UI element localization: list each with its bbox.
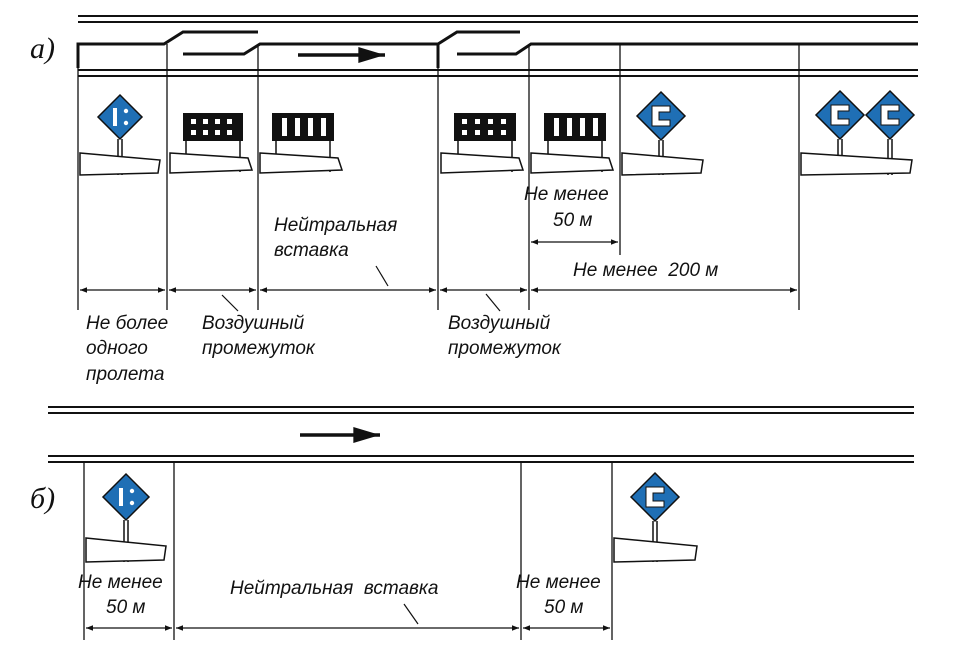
- barrier-checker-icon: [440, 113, 525, 174]
- label-not-less-50-b-right-line2: 50 м: [544, 597, 583, 618]
- label-air-gap-1-line2: промежуток: [202, 338, 316, 359]
- connect-sign-icon: [800, 89, 916, 176]
- part-b: б): [30, 406, 914, 640]
- label-air-gap-1-line1: Воздушный: [202, 313, 305, 334]
- label-neutral-insert-a-line2: вставка: [274, 240, 349, 261]
- label-air-gap-2-line1: Воздушный: [448, 313, 551, 334]
- label-neutral-insert-a-line1: Нейтральная: [274, 215, 397, 236]
- disconnect-sign-icon: [85, 472, 167, 563]
- guides-a: [77, 44, 800, 310]
- label-neutral-insert-b: Нейтральная вставка: [230, 578, 438, 599]
- barrier-stripes-icon: [259, 113, 344, 174]
- track-b: [48, 406, 914, 463]
- label-not-more-span-3: пролета: [86, 364, 164, 385]
- label-not-less-50-a-line1: Не менее: [524, 184, 609, 205]
- label-not-less-50-b-left-line1: Не менее: [78, 572, 163, 593]
- label-not-less-200: Не менее 200 м: [573, 260, 718, 281]
- part-b-label: б): [30, 482, 55, 515]
- barrier-checker-icon: [169, 113, 254, 174]
- guides-b: [83, 462, 613, 640]
- connect-sign-icon: [621, 90, 704, 176]
- contact-wire-a: [76, 30, 918, 68]
- label-not-less-50-a-line2: 50 м: [553, 210, 592, 231]
- barrier-stripes-icon: [530, 113, 615, 174]
- disconnect-sign-icon: [79, 93, 161, 176]
- part-a-label: а): [30, 32, 55, 65]
- label-not-more-span-1: Не более: [86, 313, 168, 334]
- dimensions-b: [86, 603, 610, 631]
- part-a: а): [30, 15, 918, 385]
- label-air-gap-2-line2: промежуток: [448, 338, 562, 359]
- dimensions-a: [80, 239, 797, 312]
- label-not-more-span-2: одного: [86, 338, 148, 359]
- label-not-less-50-b-right-line1: Не менее: [516, 572, 601, 593]
- connect-sign-icon: [613, 471, 698, 563]
- label-not-less-50-b-left-line2: 50 м: [106, 597, 145, 618]
- track-a: [78, 15, 918, 77]
